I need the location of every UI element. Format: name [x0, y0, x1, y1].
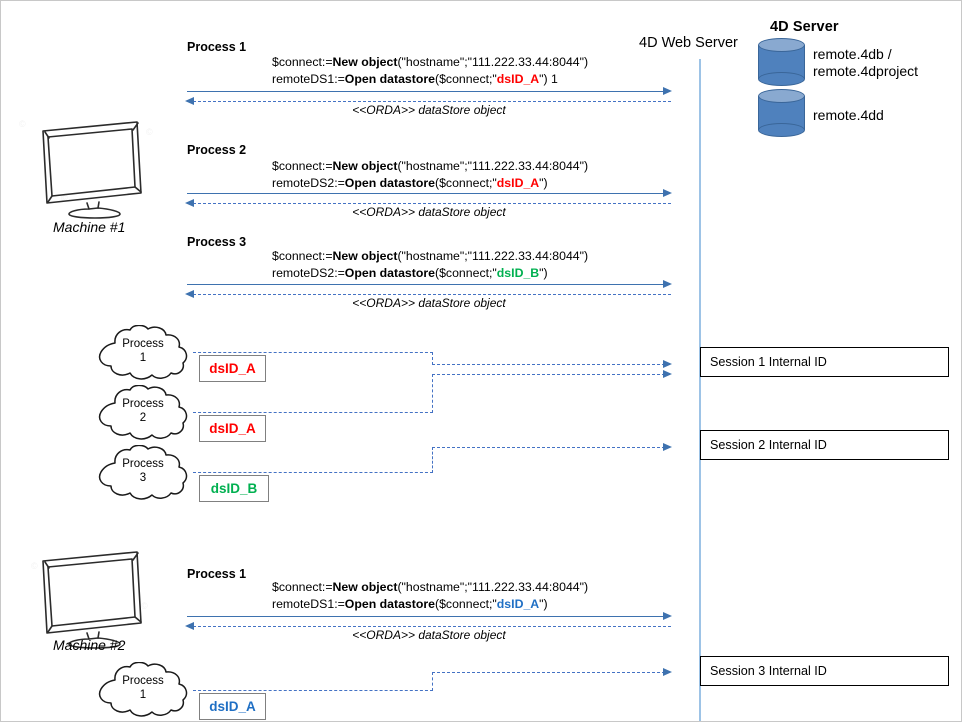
watermark: © [141, 601, 148, 611]
watermark: © [19, 119, 26, 129]
cloud-word: Process [122, 675, 164, 687]
cloud-word: Process [122, 458, 164, 470]
process-cloud-icon: Process 1 [93, 325, 193, 382]
orda-reply-label: <<ORDA>> dataStore object [352, 205, 506, 219]
web-server-lifeline [699, 59, 701, 721]
request-arrow-line [187, 616, 665, 617]
process-3-code: $connect:=New object("hostname";"111.222… [272, 249, 589, 280]
database-cylinder-icon [758, 89, 805, 137]
dsid-label: dsID_B [210, 481, 258, 496]
session-connector-line [432, 447, 670, 448]
dsid-box-process-3: dsID_B [199, 475, 269, 502]
session-3-label: Session 3 Internal ID [710, 664, 827, 678]
session-1-box: Session 1 Internal ID [700, 347, 949, 377]
4d-server-title: 4D Server [770, 19, 839, 35]
request-arrow-line [187, 193, 665, 194]
request-arrowhead-icon [663, 86, 672, 95]
cloud-word: Process [122, 398, 164, 410]
session-connector-line [432, 374, 670, 375]
process-cloud-icon: Process 1 [93, 662, 193, 719]
watermark: © [146, 127, 153, 137]
database-cylinder-icon [758, 38, 805, 86]
process-cloud-icon: Process 2 [93, 385, 193, 442]
machine-2-label: Machine #2 [53, 637, 126, 653]
machine-1-label: Machine #1 [53, 219, 126, 235]
orda-reply-label: <<ORDA>> dataStore object [352, 628, 506, 642]
request-arrow-line [187, 284, 665, 285]
reply-arrow-line [193, 294, 671, 295]
session-connector-line [432, 364, 670, 365]
session-connector-line [193, 412, 433, 413]
process-cloud-icon: Process 3 [93, 445, 193, 502]
dsid-label: dsID_A [209, 421, 256, 436]
cloud-number: 3 [139, 472, 147, 484]
watermark: © [31, 561, 38, 571]
reply-arrow-line [193, 203, 671, 204]
db-remote-4dd-label: remote.4dd [813, 107, 884, 123]
dsid-box-process-1: dsID_A [199, 355, 266, 382]
request-arrowhead-icon [663, 611, 672, 620]
machine-1-monitor-icon [37, 119, 149, 219]
session-1-label: Session 1 Internal ID [710, 355, 827, 369]
session-connector-line [432, 672, 670, 673]
process-1-code: $connect:=New object("hostname";"111.222… [272, 55, 589, 86]
cloud-number: 2 [139, 412, 147, 424]
session-arrowhead-icon [663, 369, 672, 378]
cloud-word: Process [122, 338, 164, 350]
cloud-number: 1 [139, 689, 147, 701]
request-arrow-line [187, 91, 665, 92]
orda-reply-label: <<ORDA>> dataStore object [352, 103, 506, 117]
session-arrowhead-icon [663, 667, 672, 676]
session-connector-line [432, 447, 433, 473]
session-2-label: Session 2 Internal ID [710, 438, 827, 452]
db-remote-4db-label: remote.4db / remote.4dproject [813, 46, 919, 79]
request-arrowhead-icon [663, 279, 672, 288]
session-connector-line [193, 352, 433, 353]
reply-arrow-line [193, 101, 671, 102]
reply-arrowhead-icon [185, 198, 194, 207]
session-connector-line [432, 352, 433, 365]
dsid-label: dsID_A [209, 699, 256, 714]
process-1-title: Process 1 [187, 40, 247, 54]
session-arrowhead-icon [663, 442, 672, 451]
dsid-box-process-1-bottom: dsID_A [199, 693, 266, 720]
reply-arrowhead-icon [185, 96, 194, 105]
reply-arrow-line [193, 626, 671, 627]
session-3-box: Session 3 Internal ID [700, 656, 949, 686]
process-1-bottom-title: Process 1 [187, 567, 247, 581]
cloud-number: 1 [139, 352, 147, 364]
process-3-title: Process 3 [187, 235, 247, 249]
session-connector-line [432, 672, 433, 691]
session-2-box: Session 2 Internal ID [700, 430, 949, 460]
request-arrowhead-icon [663, 188, 672, 197]
web-server-label: 4D Web Server [639, 35, 738, 51]
dsid-label: dsID_A [209, 361, 256, 376]
session-arrowhead-icon [663, 359, 672, 368]
dsid-box-process-2: dsID_A [199, 415, 266, 442]
orda-reply-label: <<ORDA>> dataStore object [352, 296, 506, 310]
session-connector-line [432, 374, 433, 413]
process-2-code: $connect:=New object("hostname";"111.222… [272, 159, 589, 190]
machine-2-monitor-icon [37, 549, 149, 649]
reply-arrowhead-icon [185, 621, 194, 630]
watermark: © [61, 193, 68, 203]
process-2-title: Process 2 [187, 143, 247, 157]
session-connector-line [193, 472, 433, 473]
session-connector-line [193, 690, 433, 691]
reply-arrowhead-icon [185, 289, 194, 298]
process-1-bottom-code: $connect:=New object("hostname";"111.222… [272, 580, 589, 611]
